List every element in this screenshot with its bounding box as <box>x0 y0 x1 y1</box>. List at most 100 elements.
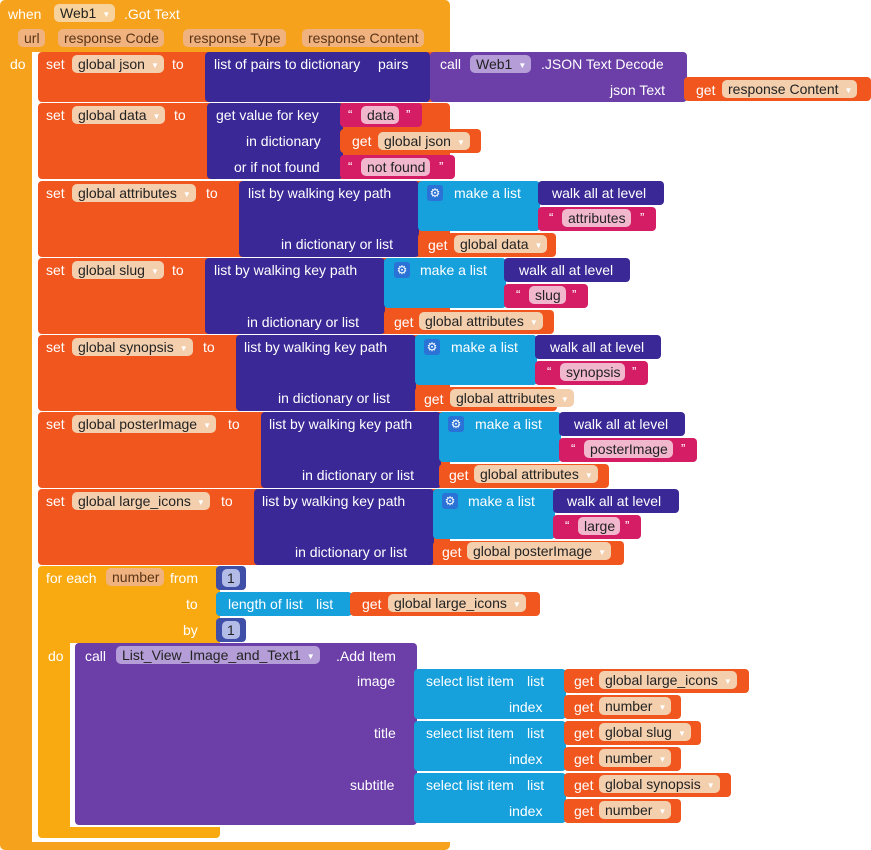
var-dropdown-source[interactable]: global attributes▼ <box>474 465 598 483</box>
var-dropdown-source[interactable]: global posterImage▼ <box>467 542 611 560</box>
add-item-call-block[interactable] <box>75 643 417 825</box>
param-response-code[interactable]: response Code <box>58 29 164 47</box>
number-by-value[interactable]: 1 <box>222 621 240 639</box>
var-dropdown-slug[interactable]: global slug▼ <box>72 261 164 279</box>
in-dict-or-list-label: in dictionary or list <box>302 467 415 483</box>
to-label: to <box>172 262 184 278</box>
var-dropdown-large-icons[interactable]: global large_icons▼ <box>388 594 526 612</box>
walk-key-path-label: list by walking key path <box>269 416 413 432</box>
select-list-item-block[interactable] <box>414 669 566 719</box>
get-value-for-key-block[interactable] <box>207 103 343 179</box>
walk-all-block[interactable] <box>559 412 685 436</box>
quote-close-icon: ” <box>439 159 444 174</box>
set-label: set <box>46 107 65 123</box>
var-dropdown-list[interactable]: global synopsis▼ <box>599 775 720 793</box>
var-dropdown-posterimage[interactable]: global posterImage▼ <box>72 415 216 433</box>
get-label: get <box>574 725 594 741</box>
to-label: to <box>172 56 184 72</box>
pairs-label: pairs <box>378 56 409 72</box>
walk-all-block[interactable] <box>538 181 664 205</box>
text-key-value[interactable]: large <box>578 517 621 535</box>
var-dropdown-source[interactable]: global data▼ <box>454 235 548 253</box>
make-a-list-label: make a list <box>451 339 518 355</box>
text-key-value[interactable]: posterImage <box>584 440 673 458</box>
param-url[interactable]: url <box>18 29 45 47</box>
param-response-type[interactable]: response Type <box>183 29 286 47</box>
get-value-label: get value for key <box>216 107 319 123</box>
walk-key-path-block[interactable] <box>254 489 434 565</box>
image-arg-label: image <box>357 673 396 689</box>
length-of-list-block[interactable] <box>216 592 352 616</box>
var-dropdown-synopsis[interactable]: global synopsis▼ <box>72 338 193 356</box>
var-dropdown-global-json[interactable]: global json▼ <box>378 132 470 150</box>
in-dict-or-list-label: in dictionary or list <box>281 236 394 252</box>
gear-icon[interactable]: ⚙ <box>394 262 410 278</box>
make-a-list-label: make a list <box>468 493 535 509</box>
text-key-value[interactable]: attributes <box>562 209 631 227</box>
var-dropdown-number[interactable]: number▼ <box>599 697 672 715</box>
get-label: get <box>362 596 382 612</box>
walk-key-path-block[interactable] <box>261 412 441 488</box>
text-key-value[interactable]: synopsis <box>560 363 626 381</box>
length-of-list-label: length of list <box>228 596 303 612</box>
walk-all-block[interactable] <box>535 335 661 359</box>
get-label: get <box>449 467 469 483</box>
text-data-value[interactable]: data <box>361 106 400 124</box>
var-dropdown-number[interactable]: number▼ <box>599 801 672 819</box>
quote-close-icon: ” <box>632 364 637 379</box>
walk-all-block[interactable] <box>504 258 630 282</box>
for-each-label: for each <box>46 570 97 586</box>
title-arg-label: title <box>374 725 396 741</box>
index-label: index <box>509 699 543 715</box>
quote-close-icon: ” <box>625 518 630 533</box>
select-list-item-block[interactable] <box>414 773 566 823</box>
component-dropdown[interactable]: Web1▼ <box>54 4 116 22</box>
set-label: set <box>46 493 65 509</box>
walk-key-path-label: list by walking key path <box>244 339 388 355</box>
listview-component-dropdown[interactable]: List_View_Image_and_Text1▼ <box>116 646 320 664</box>
walk-key-path-block[interactable] <box>239 181 419 257</box>
text-key-value[interactable]: slug <box>529 286 566 304</box>
in-dict-or-list-label: in dictionary or list <box>295 544 408 560</box>
walk-key-path-block[interactable] <box>205 258 385 334</box>
or-if-not-found-label: or if not found <box>234 159 320 175</box>
make-a-list-label: make a list <box>475 416 542 432</box>
get-label: get <box>574 699 594 715</box>
gear-icon[interactable]: ⚙ <box>448 416 464 432</box>
index-label: index <box>509 803 543 819</box>
var-dropdown-data[interactable]: global data▼ <box>72 106 166 124</box>
param-response-content[interactable]: response Content <box>302 29 424 47</box>
loop-var-number[interactable]: number <box>106 568 165 586</box>
get-label: get <box>574 803 594 819</box>
var-dropdown-source[interactable]: global attributes▼ <box>450 389 574 407</box>
make-a-list-label: make a list <box>420 262 487 278</box>
list-label: list <box>527 725 545 741</box>
var-dropdown-attributes[interactable]: global attributes▼ <box>72 184 196 202</box>
var-dropdown-list[interactable]: global large_icons▼ <box>599 671 737 689</box>
dict-from-pairs-label: list of pairs to dictionary <box>214 56 361 72</box>
to-label: to <box>186 596 198 612</box>
var-dropdown-list[interactable]: global slug▼ <box>599 723 691 741</box>
web1-dropdown[interactable]: Web1▼ <box>470 55 532 73</box>
select-list-item-block[interactable] <box>414 721 566 771</box>
dict-from-pairs-block[interactable] <box>205 52 430 102</box>
var-dropdown-source[interactable]: global attributes▼ <box>419 312 543 330</box>
gear-icon[interactable]: ⚙ <box>442 493 458 509</box>
gear-icon[interactable]: ⚙ <box>427 185 443 201</box>
gear-icon[interactable]: ⚙ <box>424 339 440 355</box>
walk-all-block[interactable] <box>553 489 679 513</box>
json-text-label: json Text <box>610 82 665 98</box>
get-label: get <box>574 751 594 767</box>
get-label: get <box>428 237 448 253</box>
event-name: .Got Text <box>124 6 180 22</box>
walk-key-path-block[interactable] <box>236 335 416 411</box>
var-dropdown-number[interactable]: number▼ <box>599 749 672 767</box>
list-label: list <box>527 673 545 689</box>
text-not-found-value[interactable]: not found <box>361 158 431 176</box>
quote-close-icon: ” <box>406 107 411 122</box>
number-from-value[interactable]: 1 <box>222 569 240 587</box>
to-label: to <box>228 416 240 432</box>
var-dropdown-large-icons[interactable]: global large_icons▼ <box>72 492 210 510</box>
var-dropdown-response-content[interactable]: response Content▼ <box>722 80 858 98</box>
var-dropdown-json[interactable]: global json▼ <box>72 55 164 73</box>
